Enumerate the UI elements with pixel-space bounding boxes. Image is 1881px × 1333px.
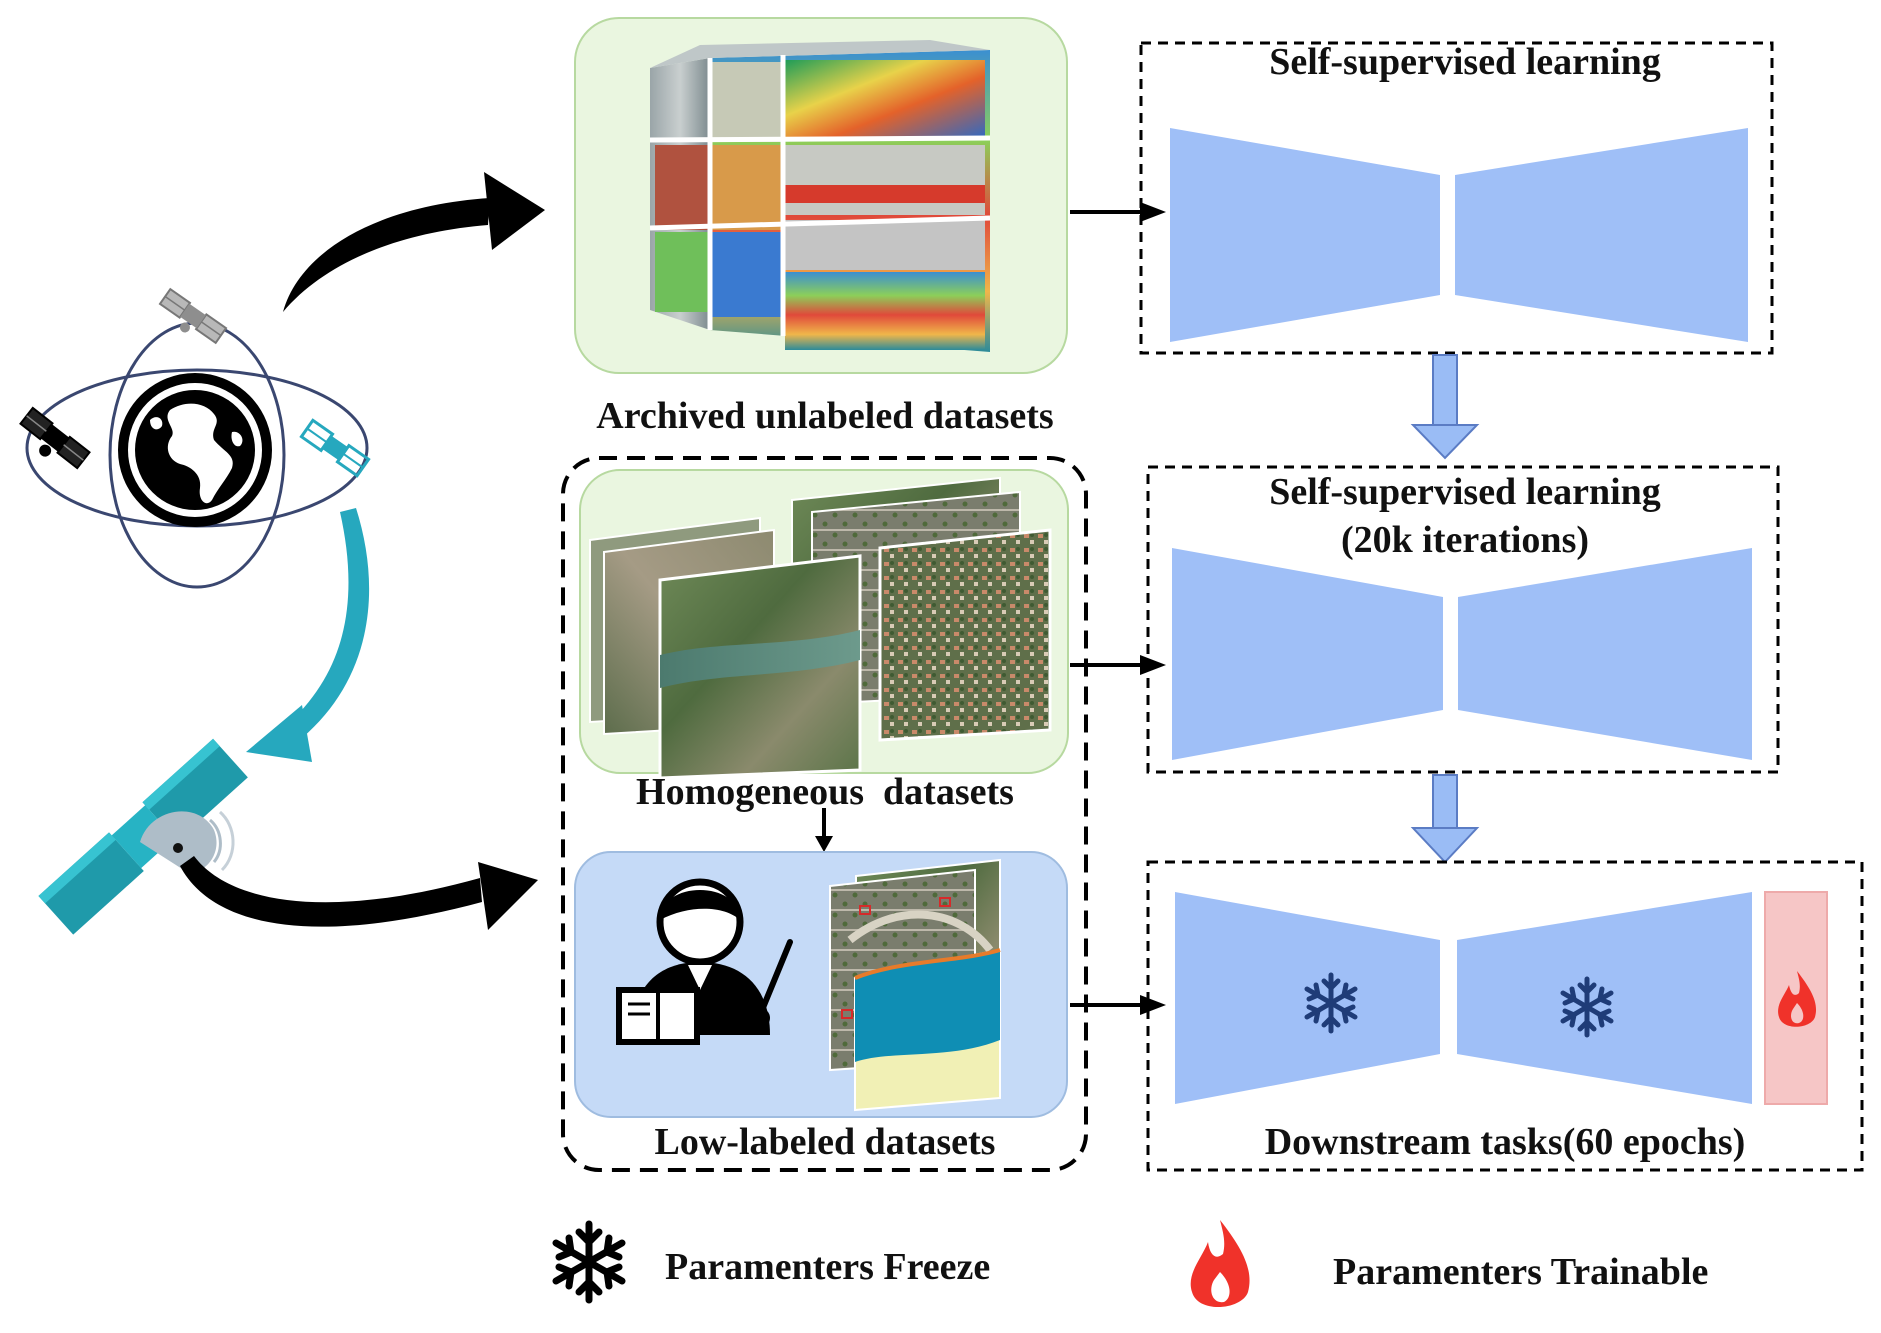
arrow-head: [1140, 202, 1166, 222]
ssl-mid-block: [1146, 465, 1780, 774]
blue-down-arrow: [1410, 354, 1480, 460]
ssl-mid-title: Self-supervised learning: [1269, 471, 1661, 513]
decoder-shape: [1458, 548, 1752, 760]
homogeneous-datasets-panel: [579, 469, 1069, 780]
globe-orbit-group: [19, 287, 371, 589]
satellite-icon: [299, 418, 371, 478]
curved-arrow-teal: [246, 508, 370, 762]
downstream-tasks-label: Downstream tasks(60 epochs): [1264, 1121, 1746, 1163]
arrow-head: [1140, 995, 1166, 1015]
curved-arrow-bottom: [180, 856, 538, 930]
data-cube: [649, 40, 991, 352]
arrow-head: [1140, 655, 1166, 675]
curved-arrow-top: [283, 172, 545, 312]
dataset-group-border: [561, 456, 1088, 1172]
teacher-icon: [616, 878, 793, 1045]
ssl-top-block: [1139, 41, 1774, 355]
satellite-icon: [158, 287, 228, 345]
archived-datasets-label: Archived unlabeled datasets: [596, 395, 1054, 437]
snowflake-icon: [1560, 976, 1614, 1038]
labeled-image-stack: [829, 858, 1001, 1112]
decoder-shape: [1455, 128, 1748, 342]
legend-trainable-label: Paramenters Trainable: [1333, 1251, 1709, 1293]
ssl-top-title: Self-supervised learning: [1269, 41, 1661, 83]
flame-icon: [1778, 971, 1817, 1027]
arrow-head: [815, 836, 833, 852]
low-labeled-datasets-label: Low-labeled datasets: [654, 1121, 996, 1163]
legend-flame-icon: [1190, 1220, 1250, 1308]
encoder-shape: [1170, 128, 1440, 342]
ssl-mid-subtitle: (20k iterations): [1340, 519, 1590, 561]
satellite-icon: [19, 406, 91, 470]
low-labeled-datasets-panel: [574, 851, 1068, 1118]
legend-freeze-label: Paramenters Freeze: [665, 1246, 991, 1288]
globe-icon: [118, 373, 272, 527]
dish-icon: [140, 810, 235, 874]
legend-snowflake-icon: [552, 1220, 626, 1304]
blue-down-arrow: [1410, 774, 1480, 864]
aerial-image-stack: [589, 476, 1052, 780]
homogeneous-datasets-label: Homogeneous datasets: [636, 771, 1014, 813]
snowflake-icon: [1304, 972, 1358, 1034]
archived-datasets-panel: [574, 17, 1068, 374]
encoder-shape: [1172, 548, 1443, 760]
